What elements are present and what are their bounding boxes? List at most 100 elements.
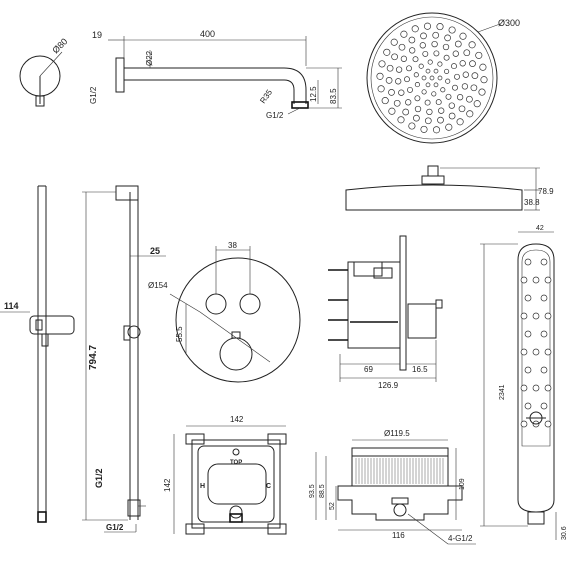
hand-nozzle xyxy=(520,420,528,428)
nozzle xyxy=(456,118,464,126)
nozzle xyxy=(469,60,476,67)
nozzle xyxy=(386,64,394,72)
hand-nozzle-pattern xyxy=(520,258,552,428)
nozzle xyxy=(413,114,420,122)
nozzle xyxy=(452,84,458,91)
nozzle xyxy=(404,76,410,83)
arm-drop-total-label: 83.5 xyxy=(329,88,338,104)
box-width-label: 142 xyxy=(230,415,244,424)
nozzle xyxy=(456,94,464,101)
nozzle xyxy=(388,89,395,96)
hand-thread-label: 30.6 xyxy=(561,526,568,540)
hand-nozzle xyxy=(532,384,540,392)
nozzle xyxy=(437,75,443,81)
nozzle xyxy=(393,99,401,107)
nozzle xyxy=(420,125,428,133)
nozzle xyxy=(432,126,441,134)
nozzle xyxy=(391,53,398,61)
hand-nozzle xyxy=(540,258,548,266)
nozzle xyxy=(475,51,483,59)
hand-width-label: 42 xyxy=(536,225,544,232)
mounting-box-front-view: TOP H C 142 142 xyxy=(163,415,287,535)
nozzle xyxy=(388,107,396,115)
nozzle xyxy=(442,43,450,51)
nozzle xyxy=(424,117,432,125)
nozzle xyxy=(376,72,384,80)
hand-nozzle xyxy=(544,348,552,356)
arm-thread-bottom-label: G1/2 xyxy=(266,111,284,120)
nozzle xyxy=(433,82,439,88)
nozzle xyxy=(409,47,416,54)
nozzle xyxy=(419,42,426,49)
plate-dia-label: Ø154 xyxy=(148,281,168,290)
nozzle xyxy=(438,107,445,114)
plate-knob-offset-label: 55.5 xyxy=(175,326,184,342)
valve-faceplate-view: 38 Ø154 55.5 xyxy=(148,241,301,383)
nozzle xyxy=(445,123,453,131)
shower-head-top-view: Ø300 xyxy=(366,12,520,144)
hand-nozzle xyxy=(540,402,548,410)
nozzle xyxy=(435,99,442,106)
nozzle xyxy=(479,63,487,71)
nozzle xyxy=(445,93,452,100)
valve-depth-trim-label: 16.5 xyxy=(412,365,428,374)
shower-head-side-view: 78.9 38.8 xyxy=(345,165,554,211)
nozzle xyxy=(432,31,440,39)
nozzle xyxy=(444,68,450,74)
nozzle xyxy=(478,88,486,96)
nozzle xyxy=(461,83,469,90)
hand-nozzle xyxy=(524,402,532,410)
nozzle xyxy=(437,61,443,67)
nozzle xyxy=(405,99,412,106)
body-dia-label: Ø119.5 xyxy=(384,429,410,438)
nozzle xyxy=(454,40,462,48)
hand-nozzle xyxy=(524,294,532,302)
nozzle xyxy=(421,89,427,95)
nozzle xyxy=(431,40,438,48)
nozzle xyxy=(424,99,431,106)
rail-length-label: 794.7 xyxy=(88,345,99,370)
wall-flange-view: Ø80 xyxy=(19,36,69,107)
nozzle xyxy=(462,71,469,78)
nozzle xyxy=(422,50,429,57)
hand-nozzle xyxy=(520,384,528,392)
nozzle xyxy=(473,100,481,108)
nozzle xyxy=(433,50,440,57)
nozzle-pattern xyxy=(376,22,488,134)
hand-nozzle xyxy=(532,312,540,320)
nozzle xyxy=(454,73,460,80)
nozzle xyxy=(440,87,446,93)
valve-side-view: 69 16.5 126.9 xyxy=(328,235,443,390)
hand-nozzle xyxy=(544,384,552,392)
body-h-right-label: 109 xyxy=(459,478,466,490)
nozzle xyxy=(466,95,473,103)
nozzle xyxy=(459,32,467,40)
nozzle xyxy=(458,105,466,113)
nozzle xyxy=(398,89,405,96)
nozzle xyxy=(427,59,433,65)
nozzle xyxy=(470,84,478,92)
nozzle xyxy=(420,32,427,40)
nozzle xyxy=(459,60,466,67)
nozzle xyxy=(466,110,474,118)
plate-knob-spacing-label: 38 xyxy=(228,241,237,250)
hand-shower-view: 42 2341 30.6 xyxy=(480,225,568,540)
nozzle xyxy=(448,26,456,34)
arm-thread-left-label: G1/2 xyxy=(89,86,98,104)
hand-nozzle xyxy=(532,348,540,356)
hand-length-label: 2341 xyxy=(499,384,506,400)
box-top-mark: TOP xyxy=(230,460,242,466)
hand-nozzle xyxy=(524,366,532,374)
valve-depth-total-label: 126.9 xyxy=(378,381,399,390)
arm-wall-offset-label: 19 xyxy=(92,30,102,40)
nozzle xyxy=(445,78,451,84)
hand-nozzle xyxy=(520,348,528,356)
nozzle xyxy=(418,63,424,69)
nozzle xyxy=(377,85,385,93)
nozzle xyxy=(383,48,391,56)
slide-rail-front-view: 114 xyxy=(0,185,75,523)
nozzle xyxy=(414,82,420,88)
head-thickness-label: 38.8 xyxy=(524,198,540,207)
hand-nozzle xyxy=(524,258,532,266)
shower-arm-view: 400 19 Ø22 G1/2 R35 12.5 83.5 G1/2 xyxy=(89,29,342,120)
